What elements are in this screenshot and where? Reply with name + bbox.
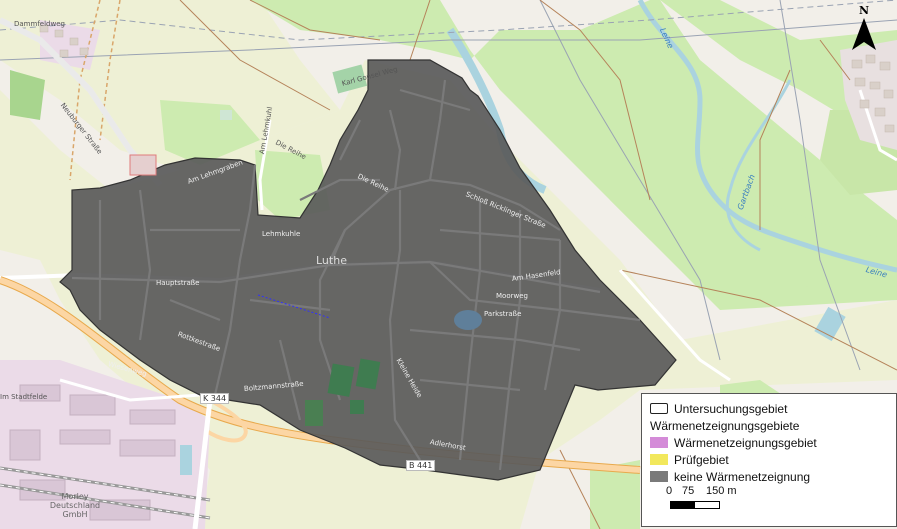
legend-item-waermenetz: Wärmenetzeignungsgebiet (650, 434, 888, 451)
legend-label: Wärmenetzeignungsgebiet (674, 435, 817, 450)
north-label: N (858, 4, 870, 17)
street-label-parkstrasse: Parkstraße (484, 310, 522, 318)
street-label-im-stadtfelde: Im Stadtfelde (0, 393, 48, 401)
road-shield-b441: B 441 (406, 460, 436, 471)
north-arrow-icon (852, 18, 876, 50)
legend-label: Prüfgebiet (674, 452, 729, 467)
legend-group-label: Wärmenetzeignungsgebiete (650, 418, 800, 433)
industry-label: Morley Deutschland GmbH (49, 492, 101, 519)
street-label-moorweg: Moorweg (496, 292, 528, 300)
place-label-luthe: Luthe (316, 254, 347, 267)
scale-bar: 0 75 150 m (664, 485, 888, 515)
legend-group-title: Wärmenetzeignungsgebiete (650, 417, 888, 434)
legend-swatch-outline (650, 403, 668, 414)
scale-tick-150: 150 m (706, 485, 737, 497)
north-arrow: N (848, 4, 880, 56)
street-label-lehmkuhle: Lehmkuhle (262, 230, 301, 238)
legend-swatch-purple (650, 437, 668, 448)
map-legend: Untersuchungsgebiet Wärmenetzeignungsgeb… (641, 393, 897, 527)
legend-swatch-gray (650, 471, 668, 482)
legend-label: Untersuchungsgebiet (674, 401, 788, 416)
scale-tick-0: 0 (666, 485, 673, 497)
street-label-dammfeldweg: Dammfeldweg (14, 20, 65, 28)
road-shield-k344: K 344 (200, 393, 230, 404)
scale-bar-graphic (670, 501, 720, 509)
legend-item-pruefgebiet: Prüfgebiet (650, 451, 888, 468)
legend-study-area: Untersuchungsgebiet (650, 400, 888, 417)
legend-swatch-yellow (650, 454, 668, 465)
street-label-hauptstrasse: Hauptstraße (156, 279, 200, 287)
legend-label: keine Wärmenetzeignung (674, 469, 811, 484)
legend-item-keine: keine Wärmenetzeignung (650, 468, 888, 485)
scale-tick-75: 75 (682, 485, 695, 497)
